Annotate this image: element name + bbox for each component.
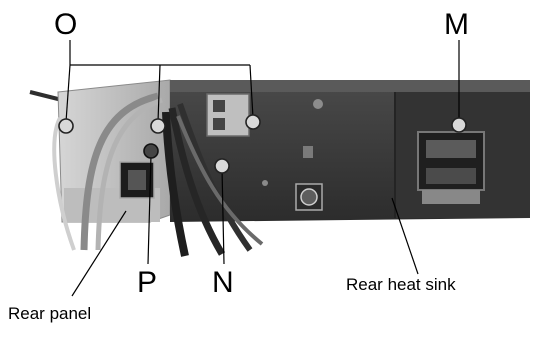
callout-n-label: N (212, 266, 234, 299)
cable-white-loop (52, 117, 76, 251)
screw-2 (262, 180, 268, 186)
rear-heat-sink-caption: Rear heat sink (346, 275, 456, 294)
cable-dark-2 (168, 107, 226, 256)
rear-panel-caption: Rear panel (8, 304, 92, 323)
cable-dark-1 (162, 111, 189, 257)
cable-grey-2 (95, 97, 163, 251)
screw-1 (313, 99, 323, 109)
panel-connector-inner (128, 170, 146, 190)
terminal-block-base (422, 190, 480, 204)
marker-o-left (58, 118, 74, 134)
center-square-detail (303, 146, 313, 158)
cable-grey-3 (176, 115, 264, 246)
callout-o-label: O (54, 8, 78, 41)
leader-n (221, 167, 225, 265)
leader-o-right (249, 64, 254, 119)
leader-o-middle (157, 64, 161, 123)
heat-sink-top-strip (170, 80, 530, 92)
marker-o-right (245, 114, 261, 130)
marker-o-middle (150, 118, 166, 134)
terminal-block-slots (426, 140, 476, 158)
cable-grey-1 (80, 92, 159, 251)
connector-pin-2 (213, 118, 225, 130)
leader-rear-panel (71, 210, 127, 297)
leader-o-left (65, 64, 71, 123)
terminal-block-slots-lower (426, 168, 476, 184)
marker-n (214, 158, 230, 174)
leader-rear-heat-sink (391, 197, 419, 275)
marker-p (143, 143, 159, 159)
marker-m (451, 117, 467, 133)
callout-p-label: P (137, 266, 158, 299)
round-socket (300, 188, 318, 206)
connector-pin-1 (213, 100, 225, 112)
callout-m-label: M (444, 8, 469, 41)
leader-p (147, 154, 152, 265)
